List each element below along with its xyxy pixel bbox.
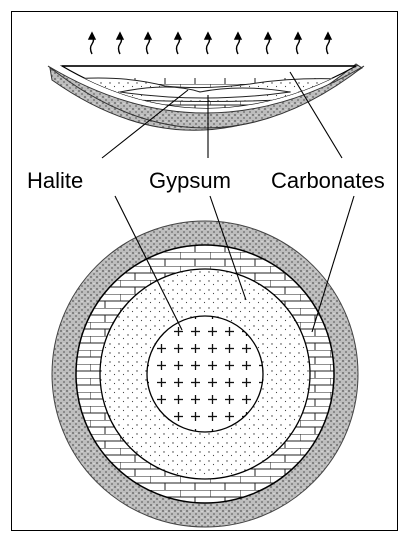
evaporation-arrow	[325, 33, 331, 54]
gypsum-label: Gypsum	[149, 170, 231, 192]
evaporation-arrow	[295, 33, 301, 54]
basin-plan-view	[52, 221, 358, 527]
evaporation-arrow	[145, 33, 151, 54]
basin-cross-section	[48, 64, 364, 130]
halite-label: Halite	[27, 170, 83, 192]
evaporation-arrow	[117, 33, 123, 54]
evaporation-arrows	[89, 33, 331, 54]
evaporation-arrow	[265, 33, 271, 54]
halite-core	[147, 316, 263, 432]
evaporation-arrow	[235, 33, 241, 54]
evaporation-arrow	[205, 33, 211, 54]
evaporation-arrow	[89, 33, 95, 54]
evaporation-arrow	[175, 33, 181, 54]
carbonates-label: Carbonates	[271, 170, 385, 192]
